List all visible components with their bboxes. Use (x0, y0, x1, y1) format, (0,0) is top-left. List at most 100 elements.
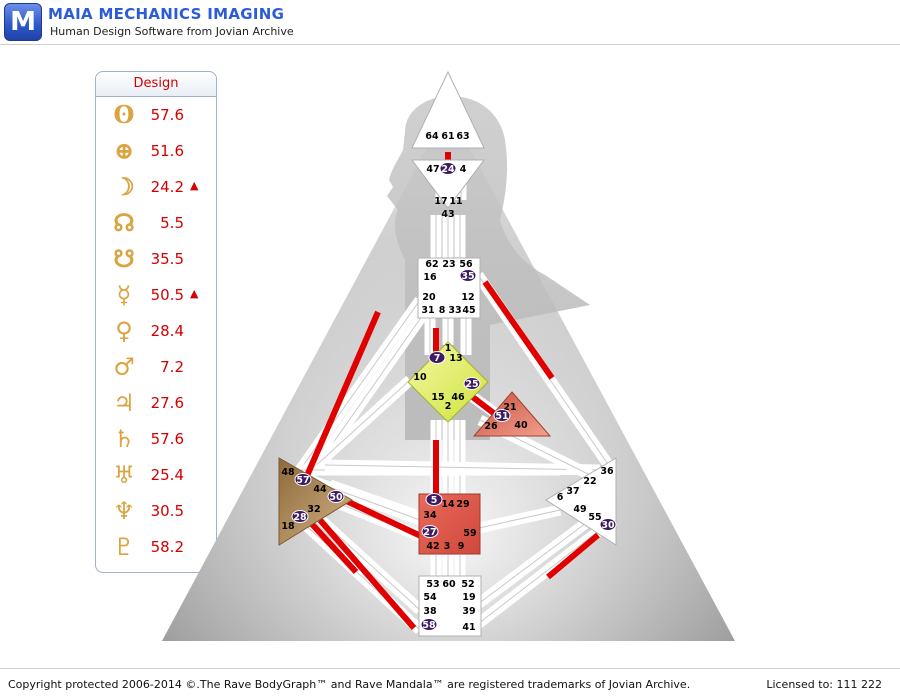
planet-row: ☽24.2▲ (96, 170, 216, 206)
gate-22: 22 (583, 476, 596, 487)
planet-value: 28.4 (150, 322, 184, 340)
gate-33: 33 (448, 305, 461, 316)
planet-value: 30.5 (150, 502, 184, 520)
gate-number: 64 (425, 131, 439, 142)
gate-20: 20 (422, 292, 436, 303)
gate-number: 54 (423, 592, 437, 603)
venus-icon: ♀ (115, 316, 133, 345)
channel-edge (469, 529, 601, 631)
gate-10: 10 (413, 372, 427, 383)
gate-number: 55 (588, 512, 601, 523)
earth-icon: ⊕ (113, 136, 135, 165)
gate-47: 47 (426, 164, 439, 175)
gate-number: 5 (431, 495, 438, 506)
channel-edge (469, 509, 561, 531)
gate-number: 61 (441, 131, 454, 142)
gate-number: 47 (426, 164, 439, 175)
gate-number: 50 (329, 492, 343, 503)
exaltation-arrow-icon: ▲ (190, 287, 199, 300)
planet-value: 25.4 (150, 466, 184, 484)
activation-marker (294, 473, 312, 486)
planet-row: ♇58.2 (96, 530, 216, 566)
gate-6: 6 (557, 492, 564, 503)
design-activation (317, 518, 417, 630)
activation-marker (439, 162, 457, 175)
gate-2: 2 (445, 401, 452, 412)
gate-number: 42 (426, 541, 439, 552)
activation-marker (459, 269, 477, 282)
copyright-text: Copyright protected 2006-2014 ©.The Rave… (8, 678, 691, 691)
gate-8: 8 (439, 305, 446, 316)
exaltation-arrow-icon: ▲ (190, 179, 199, 192)
design-panel-title: Design (96, 72, 216, 97)
planet-value: 35.5 (150, 250, 184, 268)
gate-number: 9 (458, 541, 465, 552)
planet-row: ☊5.5 (96, 206, 216, 242)
activation-marker (420, 618, 438, 631)
gate-25: 25 (463, 377, 481, 390)
gate-21: 21 (503, 402, 516, 413)
gate-58: 58 (420, 618, 438, 631)
channel-edge (469, 519, 591, 611)
gate-number: 20 (422, 292, 436, 303)
gate-43: 43 (441, 209, 454, 220)
gate-number: 11 (449, 196, 462, 207)
gate-number: 25 (465, 379, 478, 390)
app-header: M MAIA MECHANICS IMAGING Human Design So… (0, 0, 900, 45)
gate-19: 19 (462, 592, 475, 603)
mars-icon: ♂ (113, 352, 135, 381)
gate-54: 54 (423, 592, 437, 603)
planet-value: 27.6 (150, 394, 184, 412)
gate-9: 9 (458, 541, 465, 552)
design-activation (338, 495, 427, 541)
head-center (411, 70, 485, 149)
gate-23: 23 (442, 259, 455, 270)
neptune-icon: ♆ (113, 496, 135, 525)
gate-17: 17 (434, 196, 447, 207)
app-title: MAIA MECHANICS IMAGING (48, 5, 285, 23)
gate-52: 52 (461, 579, 474, 590)
throat-center (417, 257, 481, 319)
gate-50: 50 (327, 490, 345, 503)
channel-edge (299, 379, 411, 481)
gate-number: 14 (441, 499, 455, 510)
gate-56: 56 (459, 259, 473, 270)
gate-14: 14 (441, 499, 455, 510)
solar-plexus-center (545, 457, 617, 546)
heart-center (472, 391, 552, 437)
gate-number: 59 (463, 528, 476, 539)
gate-39: 39 (462, 606, 475, 617)
gate-55: 55 (588, 512, 601, 523)
gate-number: 23 (442, 259, 455, 270)
gate-3: 3 (444, 541, 451, 552)
gate-46: 46 (451, 392, 465, 403)
gate-number: 19 (462, 592, 475, 603)
gate-53: 53 (426, 579, 439, 590)
gate-number: 35 (461, 271, 474, 282)
planet-value: 57.6 (150, 430, 184, 448)
gate-5: 5 (425, 493, 443, 506)
planet-row: ♅ 25.4 (96, 458, 216, 494)
activation-marker (463, 377, 481, 390)
gate-number: 43 (441, 209, 454, 220)
gate-1: 1 (445, 343, 452, 354)
activation-marker (425, 493, 443, 506)
gate-62: 62 (425, 259, 438, 270)
gate-44: 44 (313, 484, 327, 495)
planet-row: ♄57.6 (96, 422, 216, 458)
gate-42: 42 (426, 541, 439, 552)
gate-number: 27 (423, 527, 436, 538)
uranus-icon: ♅ (113, 460, 135, 489)
g-center (407, 341, 489, 423)
gate-64: 64 (425, 131, 439, 142)
gate-number: 58 (422, 620, 436, 631)
gate-63: 63 (456, 131, 469, 142)
jupiter-icon: ♃ (113, 388, 135, 417)
gate-number: 26 (484, 421, 498, 432)
activation-marker (428, 351, 446, 364)
planet-value: 7.2 (160, 358, 184, 376)
gate-number: 57 (296, 475, 309, 486)
app-subtitle: Human Design Software from Jovian Archiv… (50, 25, 294, 38)
